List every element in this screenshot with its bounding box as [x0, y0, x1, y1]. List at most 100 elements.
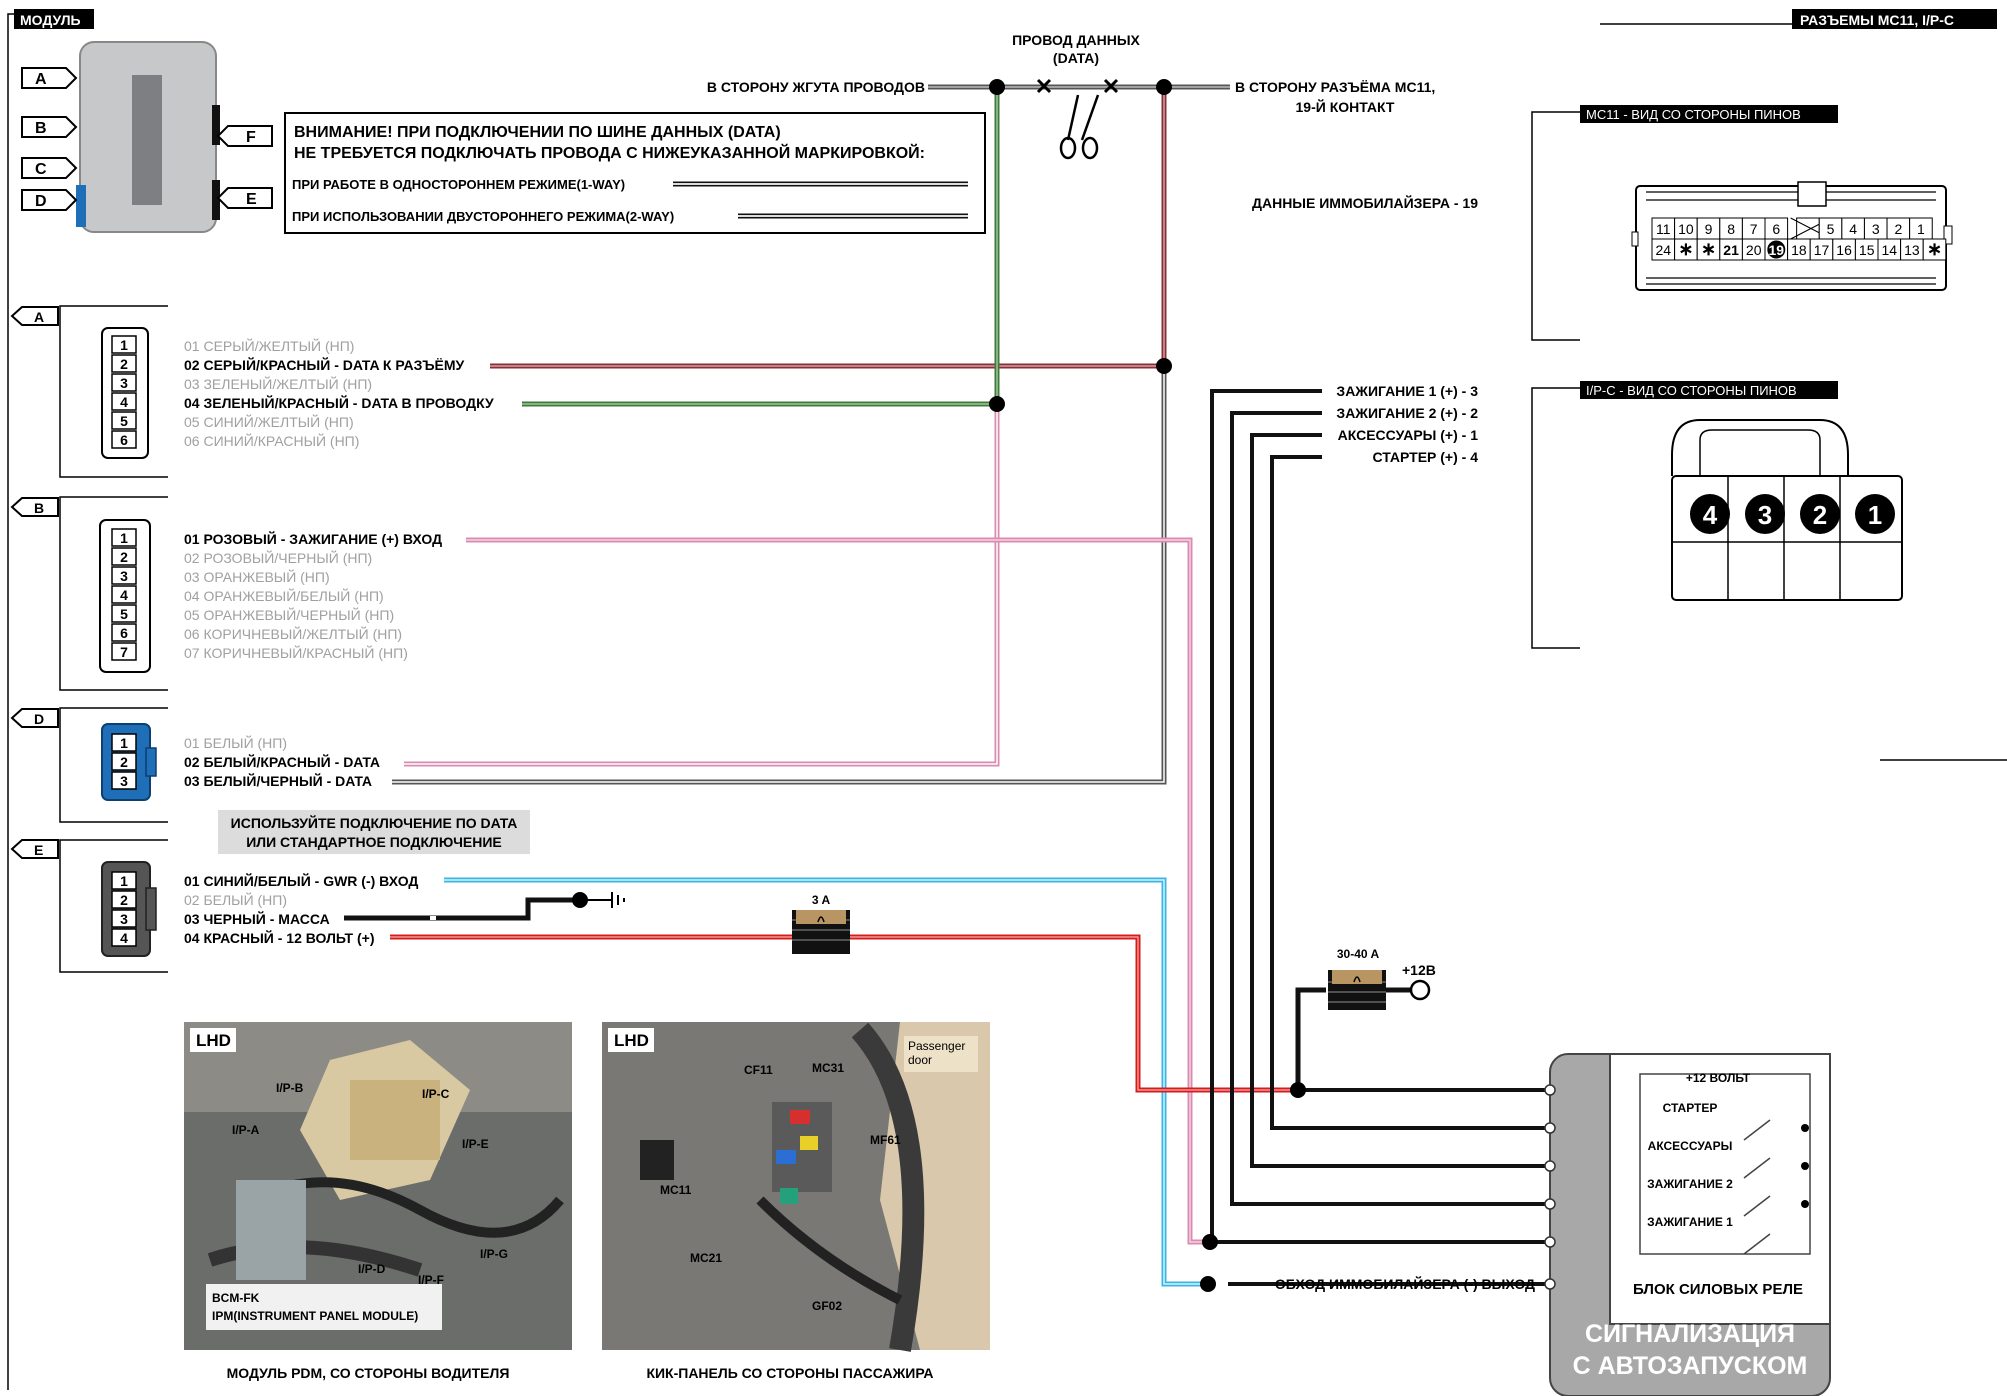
alarm-title-2: С АВТОЗАПУСКОМ: [1573, 1352, 1808, 1380]
fuse-30-40a-label: 30-40 A: [1337, 947, 1380, 961]
scissors-icon: [1059, 94, 1100, 160]
port-tag-c: C: [21, 157, 78, 179]
svg-text:2: 2: [120, 892, 128, 908]
ignition-1-label: ЗАЖИГАНИЕ 1 (+) - 3: [1336, 383, 1478, 399]
wire-label-a5: 05 СИНИЙ/ЖЕЛТЫЙ (НП): [184, 413, 354, 430]
connector-a-pins: 1 2 3 4 5 6: [111, 335, 137, 449]
wire-e1-gwr: [444, 877, 1208, 1287]
svg-text:4: 4: [120, 930, 128, 946]
svg-text:3: 3: [1758, 500, 1772, 530]
svg-text:I/P-B: I/P-B: [276, 1081, 304, 1095]
svg-text:6: 6: [120, 432, 128, 448]
svg-text:B: B: [35, 120, 47, 137]
svg-text:3: 3: [120, 375, 128, 391]
mc11-pin-top-label-11: 1: [1917, 221, 1925, 237]
pin-d3: 3: [111, 771, 137, 790]
svg-text:1: 1: [120, 735, 128, 751]
pin-e1: 1: [111, 871, 137, 890]
wire-label-d3: 03 БЕЛЫЙ/ЧЕРНЫЙ - DATA: [184, 772, 372, 789]
svg-text:1: 1: [120, 530, 128, 546]
mc11-pin-top-6: [1796, 217, 1820, 240]
pin-d2: 2: [111, 752, 137, 771]
svg-text:I/P-G: I/P-G: [480, 1247, 508, 1261]
wire-label-d2: 02 БЕЛЫЙ/КРАСНЫЙ - DATA: [184, 753, 380, 770]
mc11-pin-bottom-label-7: 17: [1814, 242, 1830, 258]
wire-label-e1: 01 СИНИЙ/БЕЛЫЙ - GWR (-) ВХОД: [184, 872, 418, 889]
module-port-tags: A B C D F E: [21, 67, 273, 211]
wire-d3-data: [392, 366, 1167, 785]
ipc-bracket: [1531, 387, 1585, 649]
mc11-bracket: [1531, 111, 1585, 341]
pin-b7: 7: [111, 642, 137, 661]
fuse-30-40a: [1328, 970, 1386, 1010]
svg-text:D: D: [35, 193, 47, 210]
wire-label-a1: 01 СЕРЫЙ/ЖЕЛТЫЙ (НП): [184, 337, 354, 354]
immobilizer-data-label: ДАННЫЕ ИММОБИЛАЙЗЕРА - 19: [1252, 194, 1478, 211]
connectors-title-bg: [1792, 9, 1997, 29]
photo1-module-2: IPM(INSTRUMENT PANEL MODULE): [212, 1309, 418, 1323]
connector-d-wire-labels: 01 БЕЛЫЙ (НП) 02 БЕЛЫЙ/КРАСНЫЙ - DATA 03…: [184, 734, 380, 789]
svg-text:I/P-E: I/P-E: [462, 1137, 489, 1151]
pin-b1: 1: [111, 528, 137, 547]
mc11-pin-top-label-1: 10: [1678, 221, 1694, 237]
mc11-pin-bottom-label-3: 21: [1723, 242, 1739, 258]
svg-text:2: 2: [120, 754, 128, 770]
pin-e3: 3: [111, 909, 137, 928]
warning-one-way: ПРИ РАБОТЕ В ОДНОСТОРОННЕМ РЕЖИМЕ(1-WAY): [292, 177, 625, 192]
port-tag-b: B: [21, 116, 78, 138]
svg-text:B: B: [34, 500, 44, 516]
pin-b2: 2: [111, 547, 137, 566]
svg-text:3: 3: [120, 773, 128, 789]
mc11-pin-bottom-label-1: ∗: [1678, 239, 1693, 259]
svg-text:MC11: MC11: [660, 1183, 692, 1197]
connector-b-tag: B: [10, 497, 59, 517]
relay-ignition2-label: ЗАЖИГАНИЕ 2: [1647, 1177, 1733, 1191]
connector-e-bracket: [59, 839, 168, 973]
mc11-title: MC11 - ВИД СО СТОРОНЫ ПИНОВ: [1586, 107, 1801, 122]
ipc-pin-1: 1: [1855, 494, 1895, 534]
mc11-pin-top-label-0: 11: [1656, 221, 1671, 237]
wire-label-e3: 03 ЧЕРНЫЙ - МАССА: [184, 910, 330, 927]
warning-line-1: ВНИМАНИЕ! ПРИ ПОДКЛЮЧЕНИИ ПО ШИНЕ ДАННЫХ…: [294, 124, 781, 141]
svg-text:5: 5: [120, 413, 128, 429]
svg-text:GF02: GF02: [812, 1299, 842, 1313]
relay-accessory-label: АКСЕССУАРЫ: [1648, 1139, 1733, 1153]
wire-label-b2: 02 РОЗОВЫЙ/ЧЕРНЫЙ (НП): [184, 549, 372, 566]
mc11-pin-bottom-label-4: 20: [1746, 242, 1762, 258]
pin-b3: 3: [111, 566, 137, 585]
wire-label-b5: 05 ОРАНЖЕВЫЙ/ЧЕРНЫЙ (НП): [184, 606, 394, 623]
connector-e-note-1: ИСПОЛЬЗУЙТЕ ПОДКЛЮЧЕНИЕ ПО DATA: [231, 814, 518, 831]
svg-text:I/P-C: I/P-C: [422, 1087, 450, 1101]
svg-text:F: F: [246, 129, 256, 146]
pin-a4: 4: [111, 392, 137, 411]
pin-e4: 4: [111, 928, 137, 947]
mc11-pin-bottom-label-10: 14: [1882, 242, 1898, 258]
relay-plus12-label: +12 ВОЛЬТ: [1686, 1071, 1751, 1085]
ipc-connector: [1671, 419, 1903, 601]
svg-text:CF11: CF11: [744, 1063, 773, 1077]
photo2-labels: CF11 MC31 MF61 MC11 MC21 GF02: [660, 1061, 901, 1313]
pin-a5: 5: [111, 411, 137, 430]
pin-a2: 2: [111, 354, 137, 373]
pin-a6: 6: [111, 430, 137, 449]
relay-starter-label: СТАРТЕР: [1663, 1101, 1718, 1115]
svg-text:E: E: [34, 842, 43, 858]
ipc-pin-3: 3: [1745, 494, 1785, 534]
photo1-tag: LHD: [196, 1031, 231, 1050]
wire-label-b7: 07 КОРИЧНЕВЫЙ/КРАСНЫЙ (НП): [184, 644, 408, 661]
svg-text:3: 3: [120, 568, 128, 584]
photo1-module-1: BCM-FK: [212, 1291, 260, 1305]
svg-text:5: 5: [120, 606, 128, 622]
wire-label-a2: 02 СЕРЫЙ/КРАСНЫЙ - DATA К РАЗЪЁМУ: [184, 356, 465, 373]
warning-wire-samples: [673, 181, 968, 219]
port-tag-e: E: [216, 187, 273, 209]
mc11-pin-top-label-10: 2: [1894, 221, 1902, 237]
mc11-pin-bottom-label-9: 15: [1859, 242, 1875, 258]
junction-dots: [989, 79, 1306, 1292]
cut-marks: [1036, 78, 1119, 94]
svg-text:D: D: [34, 711, 44, 727]
wire-d2-data: [404, 404, 1000, 767]
starter-label: СТАРТЕР (+) - 4: [1372, 449, 1478, 465]
relay-block: [1544, 1053, 1831, 1396]
